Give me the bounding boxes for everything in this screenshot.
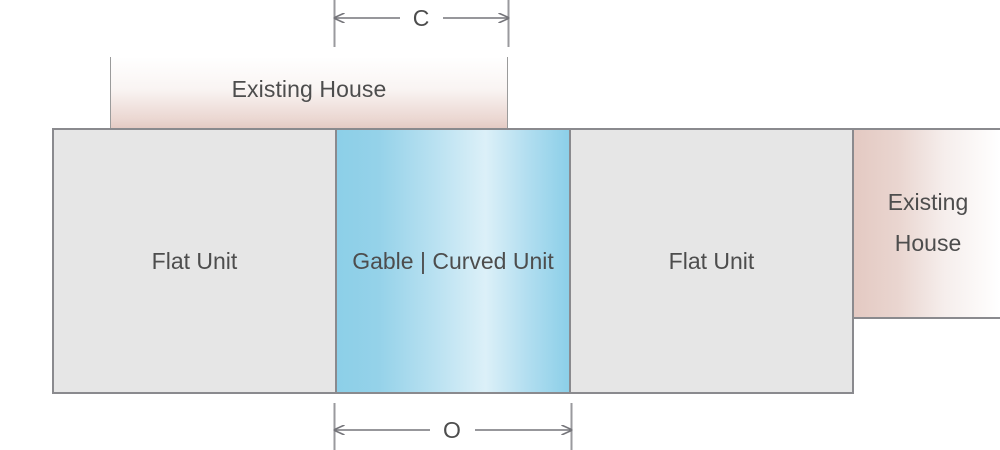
existing-house-label-right-line1: Existing (887, 189, 969, 215)
unit-flat-left[interactable]: Flat Unit (54, 130, 335, 392)
unit-gable-curved-label: Gable | Curved Unit (352, 247, 554, 274)
unit-gable-curved[interactable]: Gable | Curved Unit (335, 130, 571, 392)
conservatory-assembly: Flat Unit Gable | Curved Unit Flat Unit (52, 128, 854, 394)
existing-house-label-top: Existing House (231, 76, 387, 102)
dimension-label-o: O (443, 417, 461, 443)
unit-flat-left-label: Flat Unit (151, 247, 238, 274)
dimension-label-c: C (412, 5, 430, 31)
existing-house-label-right-line2: House (894, 230, 962, 256)
unit-flat-right-label: Flat Unit (668, 247, 755, 274)
existing-house-band-top (110, 57, 508, 128)
existing-house-band-right (854, 128, 1000, 319)
unit-flat-right[interactable]: Flat Unit (571, 130, 852, 392)
